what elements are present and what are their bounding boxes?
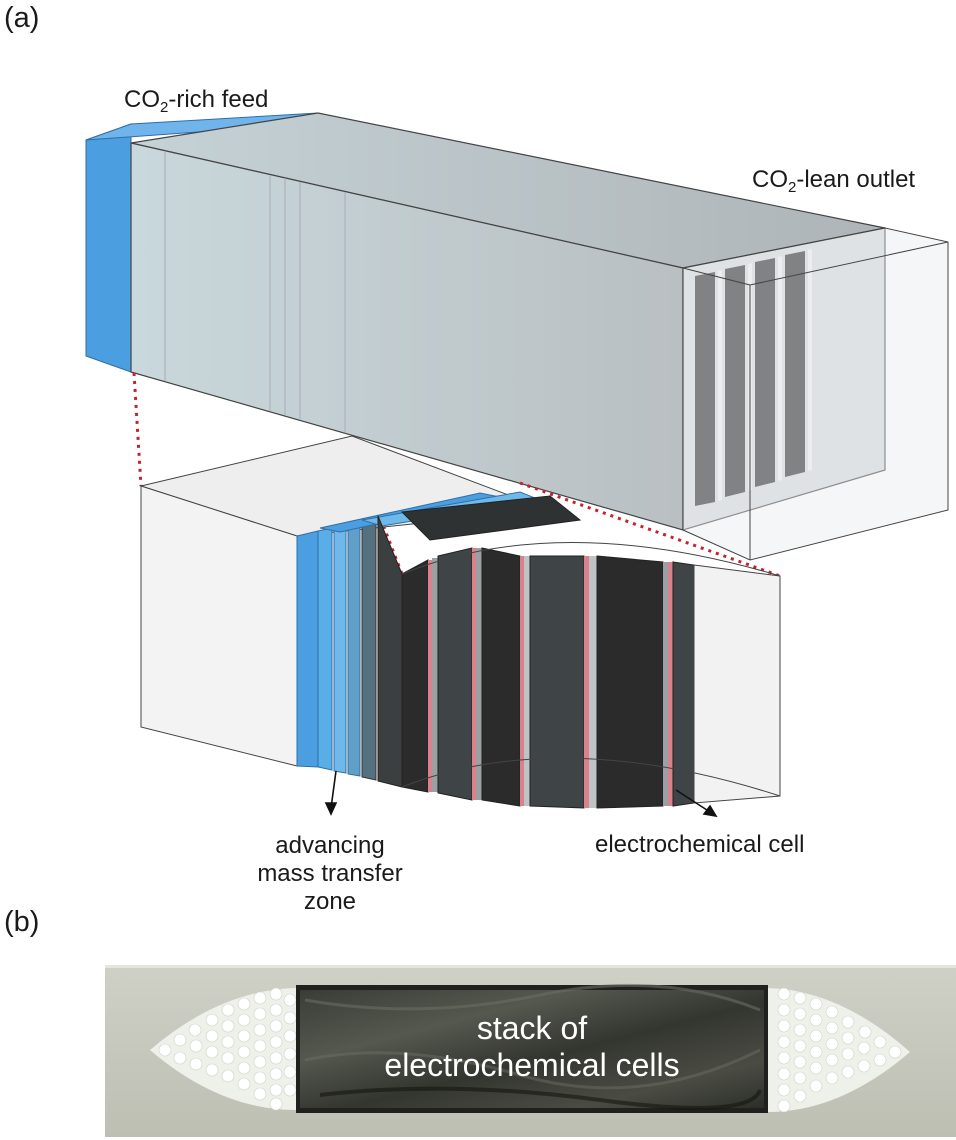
electrochemical-cell-label: electrochemical cell <box>595 831 805 858</box>
mass-transfer-zone-label: advancing mass transfer zone <box>250 832 410 916</box>
photo-caption: stack of electrochemical cells <box>296 1010 768 1084</box>
photo-caption-line-1: stack of <box>476 1010 588 1046</box>
panel-a-label: (a) <box>4 2 40 34</box>
panel-b-label: (b) <box>4 906 40 938</box>
feed-label: CO2-rich feed <box>124 86 269 116</box>
feed-end-face <box>85 123 132 373</box>
outer-module <box>85 112 949 561</box>
zoom-lines <box>132 372 781 578</box>
outlet-label: CO2-lean outlet <box>752 166 916 196</box>
outlet-extension <box>682 227 949 561</box>
photo-caption-line-2: electrochemical cells <box>384 1047 680 1083</box>
zoomed-cutaway <box>139 435 781 809</box>
zone-line-1: advancing <box>275 832 385 859</box>
pointer-arrows <box>324 770 718 818</box>
zone-line-2: mass transfer <box>257 860 403 887</box>
stack-photo <box>105 965 956 1137</box>
zone-line-3: zone <box>303 888 357 915</box>
